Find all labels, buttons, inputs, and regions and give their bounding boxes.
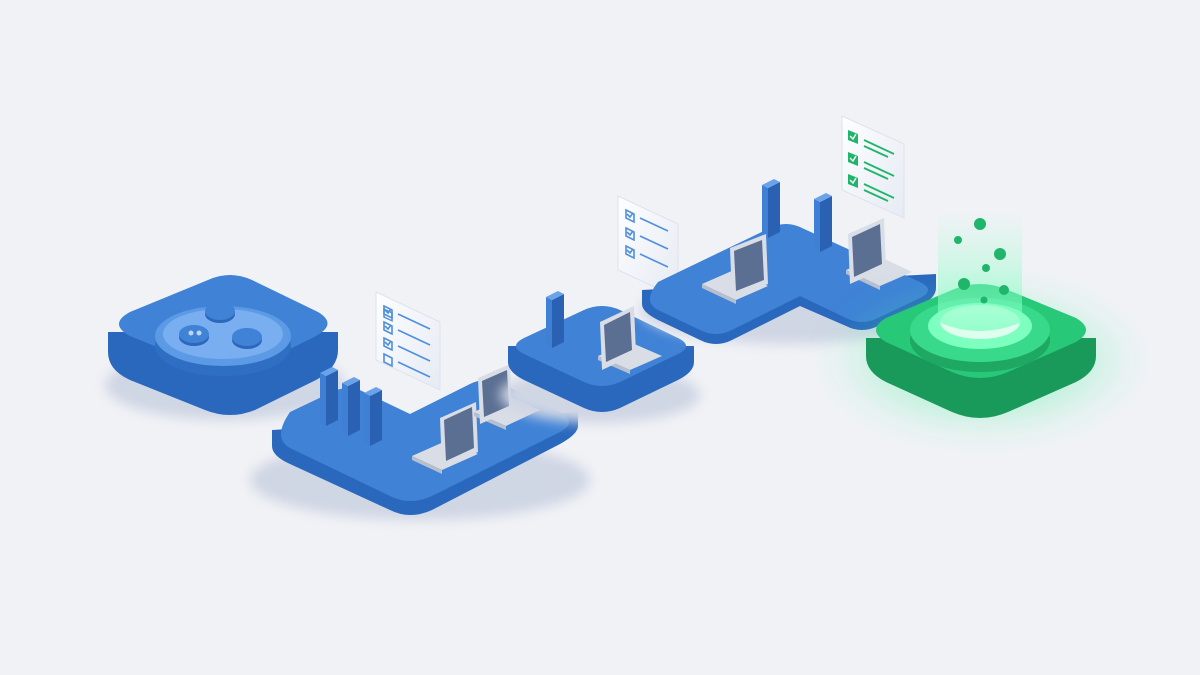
particle-icon [954,218,1009,304]
laptop-device [702,234,768,304]
phone-device [814,193,832,252]
phone-device [762,179,780,238]
stage-1-platform [250,364,590,520]
phone-device [364,387,382,446]
laptop-device [412,402,478,474]
laptop-device [846,218,912,290]
destination-platform [822,210,1142,440]
checklist-icon [841,115,905,219]
laptop-device [598,306,662,374]
phone-device [546,291,564,348]
phone-device [342,377,360,436]
checklist-icon [375,291,441,391]
cluster-icon [155,302,291,376]
source-platform [105,275,345,420]
stage-2-platform [500,291,700,423]
laptop-device [474,364,540,430]
phone-device [320,367,338,426]
checklist-icon [617,195,679,299]
stage-3-platform-top [650,224,928,334]
